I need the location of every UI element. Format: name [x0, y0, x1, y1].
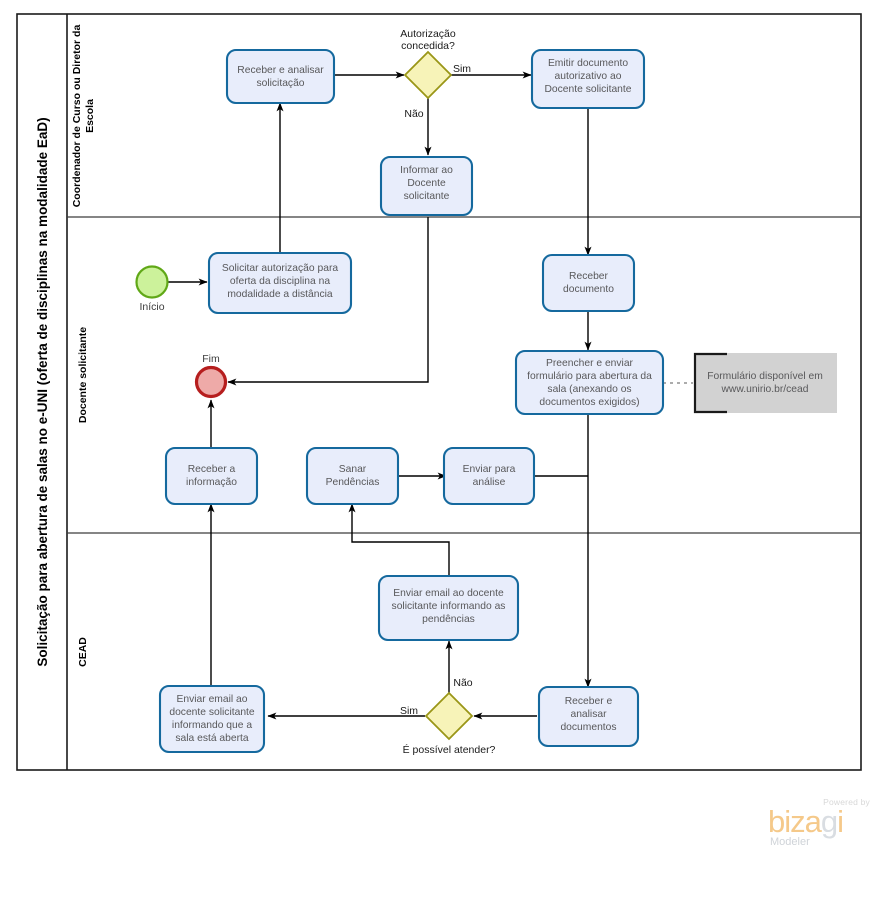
annotation-line: www.unirio.br/cead — [721, 384, 809, 395]
start-event-label: Início — [139, 301, 164, 313]
task-label-line: Pendências — [326, 477, 380, 488]
task-sanar-pendencias[interactable]: Sanar Pendências — [305, 446, 400, 506]
flow-informar-to-fim — [227, 217, 429, 386]
gateway-autorizacao-concedida[interactable]: Autorização concedida? — [400, 28, 456, 100]
lane-label-docente: Docente solicitante — [77, 327, 89, 423]
bizagi-branding: Powered by bizagi Modeler — [768, 797, 872, 855]
lane-label-cead: CEAD — [77, 637, 89, 667]
task-label-line: Sanar — [339, 464, 367, 475]
task-label-line: pendências — [422, 614, 475, 625]
task-label-line: documento — [563, 284, 614, 295]
flow-label-nao-atender: Não — [453, 677, 472, 689]
task-label-line: Informar ao — [400, 165, 453, 176]
gateway-atender-caption: É possível atender? — [403, 743, 496, 756]
task-label-line: Receber e — [565, 696, 613, 707]
task-enviar-email-pendencias[interactable]: Enviar email ao docente solicitante info… — [377, 574, 520, 642]
flow-condition-labels: Sim Não Sim Não — [400, 63, 473, 717]
lane-label-coordenador-line1: Coordenador de Curso ou Diretor da — [71, 25, 83, 208]
pool-title-text: Solicitação para abertura de salas no e-… — [35, 117, 50, 666]
task-label-line: Receber a — [188, 464, 236, 475]
task-label-line: Docente solicitante — [544, 84, 631, 95]
task-label-line: oferta da disciplina na — [230, 276, 330, 287]
task-label-line: solicitante — [404, 191, 450, 202]
flow-label-nao-autorizacao: Não — [404, 108, 423, 120]
bizagi-wordmark: bizagi — [768, 804, 872, 839]
task-receber-analisar-documentos[interactable]: Receber e analisar documentos — [537, 685, 640, 748]
pool-title: Solicitação para abertura de salas no e-… — [35, 117, 50, 666]
bizagi-wordmark-part1: biza — [768, 804, 822, 839]
task-label-line: documentos — [560, 722, 616, 733]
task-label-line: sala (anexando os — [547, 384, 631, 395]
task-label-line: Enviar email ao docente — [393, 588, 504, 599]
task-informar-docente-solicitante[interactable]: Informar ao Docente solicitante — [379, 155, 474, 217]
lane-title-cead: CEAD — [77, 637, 89, 667]
powered-by-label: Powered by — [823, 797, 870, 807]
text-annotation-formulario[interactable]: Formulário disponível em www.unirio.br/c… — [693, 352, 837, 414]
task-emitir-documento-autorizativo[interactable]: Emitir documento autorizativo ao Docente… — [530, 48, 646, 110]
gateway-e-possivel-atender[interactable]: É possível atender? — [403, 691, 496, 756]
lane-title-docente: Docente solicitante — [77, 327, 89, 423]
task-solicitar-autorizacao[interactable]: Solicitar autorização para oferta da dis… — [207, 251, 353, 315]
pool-frame — [16, 13, 862, 771]
task-preencher-enviar-formulario[interactable]: Preencher e enviar formulário para abert… — [514, 349, 665, 416]
task-label-line: Receber e analisar — [237, 65, 324, 76]
task-label-line: analisar — [570, 709, 607, 720]
bizagi-wordmark-part2: g — [820, 804, 838, 839]
task-label-line: docente solicitante — [169, 707, 255, 718]
task-label-line: Enviar email ao — [177, 694, 248, 705]
annotation-line: Formulário disponível em — [707, 371, 823, 382]
task-receber-analisar-solicitacao[interactable]: Receber e analisar solicitação — [225, 48, 336, 105]
end-event-label: Fim — [202, 353, 220, 365]
flow-label-sim-atender: Sim — [400, 705, 418, 717]
lane-title-coordenador: Coordenador de Curso ou Diretor da Escol… — [71, 25, 96, 208]
task-receber-documento[interactable]: Receber documento — [541, 253, 636, 313]
task-label-line: informação — [186, 477, 237, 488]
task-label-line: Emitir documento — [548, 58, 628, 69]
task-receber-a-informacao[interactable]: Receber a informação — [164, 446, 259, 506]
task-label-line: sala está aberta — [175, 733, 249, 744]
task-enviar-email-sala-aberta[interactable]: Enviar email ao docente solicitante info… — [158, 684, 266, 754]
start-event-inicio[interactable]: Início — [135, 265, 169, 314]
task-label-line: Enviar para — [463, 464, 516, 475]
task-label-line: Preencher e enviar — [546, 358, 634, 369]
task-label-line: solicitação — [256, 78, 304, 89]
task-label-line: modalidade a distância — [227, 289, 333, 300]
task-label-line: informando que a — [172, 720, 252, 731]
task-label-line: documentos exigidos) — [539, 397, 639, 408]
flow-pendencias-to-sanar — [348, 503, 450, 575]
task-label-line: Docente — [407, 178, 446, 189]
task-label-line: formulário para abertura da — [527, 371, 652, 382]
lane-label-coordenador-line2: Escola — [84, 99, 96, 133]
sequence-flows — [168, 71, 592, 720]
task-label-line: Solicitar autorização para — [222, 263, 338, 274]
task-enviar-para-analise[interactable]: Enviar para análise — [442, 446, 536, 506]
modeler-label: Modeler — [770, 836, 810, 848]
task-label-line: solicitante informando as — [392, 601, 506, 612]
gateway-autorizacao-caption-line1: Autorização — [400, 28, 456, 40]
gateway-autorizacao-caption-line2: concedida? — [401, 40, 455, 52]
task-label-line: autorizativo ao — [555, 71, 622, 82]
end-event-fim[interactable]: Fim — [194, 353, 228, 399]
flow-label-sim-autorizacao: Sim — [453, 63, 471, 75]
task-label-line: Receber — [569, 271, 608, 282]
task-label-line: análise — [473, 477, 506, 488]
bizagi-wordmark-part3: i — [837, 804, 844, 839]
